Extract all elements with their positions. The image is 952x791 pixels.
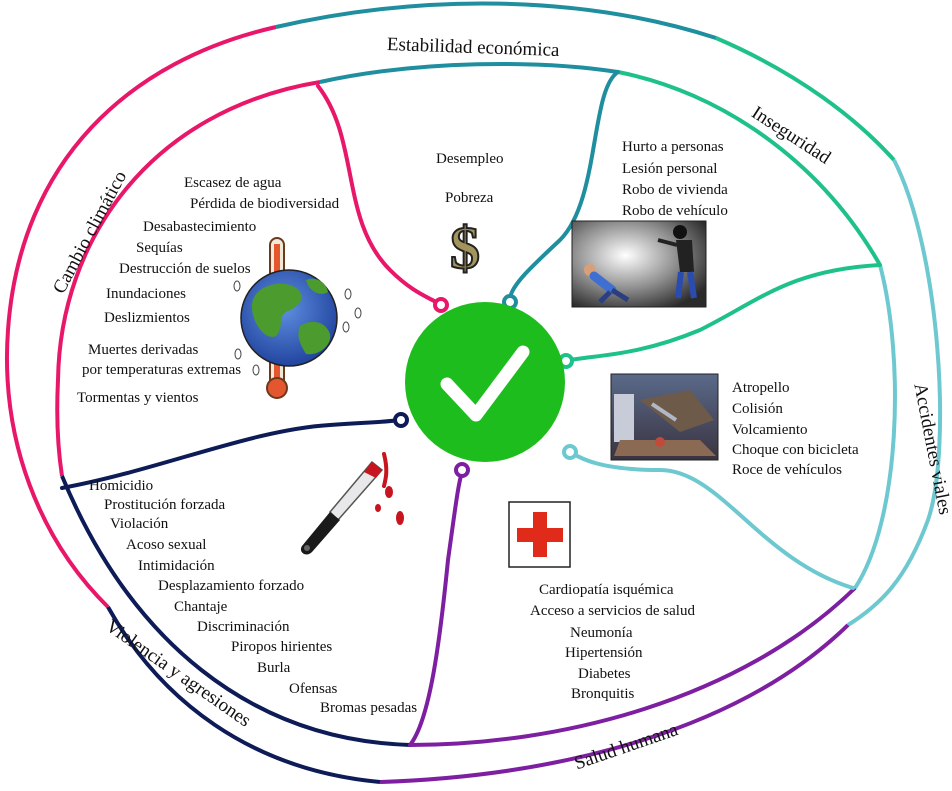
climate-item: Tormentas y vientos: [77, 390, 199, 406]
health-item: Hipertensión: [565, 645, 643, 661]
connector-ends: [393, 294, 578, 478]
outer-ring-violence: [106, 606, 381, 784]
road-item: Roce de vehículos: [732, 462, 842, 478]
insecurity-item: Hurto a personas: [622, 139, 724, 155]
connector-end-health: [454, 462, 470, 478]
outer-ring: [5, 1, 943, 784]
connector-end-climate: [433, 297, 449, 313]
accident-photo: [610, 373, 719, 461]
climate-item: Muertes derivadas: [88, 342, 199, 358]
inner-ring-roads: [853, 264, 897, 590]
inner-ring: [55, 61, 897, 747]
violence-item: Prostitución forzada: [104, 497, 226, 513]
violence-item: Intimidación: [138, 558, 215, 574]
economy-item: Desempleo: [436, 151, 503, 167]
climate-item: Destrucción de suelos: [119, 261, 251, 277]
category-health-label: Salud humana: [572, 719, 682, 774]
climate-item: Desabastecimiento: [143, 219, 256, 235]
robbery-photo: [571, 220, 707, 308]
outer-ring-health: [379, 623, 850, 784]
red-cross-icon: [508, 501, 571, 568]
dollar-icon: $: [450, 215, 480, 281]
violence-item: Burla: [257, 660, 291, 676]
violence-item: Piropos hirientes: [231, 639, 332, 655]
violence-item: Desplazamiento forzado: [158, 578, 304, 594]
category-roads-label: Accidentes viales: [909, 381, 952, 516]
violence-item: Homicidio: [89, 478, 153, 494]
inner-ring-economy: [319, 61, 619, 84]
violence-item: Discriminación: [197, 619, 290, 635]
road-item: Volcamiento: [732, 422, 808, 438]
connector-end-violence: [393, 412, 409, 428]
center-check: [405, 302, 565, 462]
violence-item: Bromas pesadas: [320, 700, 417, 716]
category-economy-label: Estabilidad económica: [387, 34, 561, 61]
connector-end-roads: [562, 444, 578, 460]
economy-item: Pobreza: [445, 190, 494, 206]
climate-item: Deslizmientos: [104, 310, 190, 326]
health-item: Acceso a servicios de salud: [530, 603, 695, 619]
climate-item: Escasez de agua: [184, 175, 282, 191]
health-item: Diabetes: [578, 666, 631, 682]
inner-ring-violence: [60, 475, 411, 747]
climate-item: Pérdida de biodiversidad: [190, 196, 340, 212]
health-item: Neumonía: [570, 625, 633, 641]
violence-item: Chantaje: [174, 599, 228, 615]
outer-ring-roads: [846, 159, 943, 627]
bloody-knife-icon: [300, 452, 404, 555]
category-climate-label: Cambio climático: [49, 168, 131, 298]
connector-health: [408, 470, 464, 747]
climate-item: por temperaturas extremas: [82, 362, 241, 378]
health-item: Cardiopatía isquémica: [539, 582, 674, 598]
connector-violence: [60, 418, 400, 490]
check-icon: [440, 345, 530, 422]
climate-item: Sequías: [136, 240, 183, 256]
connector-climate: [316, 84, 438, 304]
connector-insecurity: [568, 263, 882, 362]
insecurity-item: Robo de vivienda: [622, 182, 728, 198]
inner-ring-climate: [55, 80, 321, 477]
road-item: Colisión: [732, 401, 783, 417]
violence-item: Violación: [110, 516, 169, 532]
health-item: Bronquitis: [571, 686, 635, 702]
climate-item: Inundaciones: [106, 286, 186, 302]
outer-ring-insecurity: [715, 36, 896, 162]
globe-thermometer-icon: [233, 237, 362, 399]
road-item: Atropello: [732, 380, 790, 396]
violence-item: Ofensas: [289, 681, 337, 697]
insecurity-item: Lesión personal: [622, 161, 717, 177]
connector-roads: [570, 451, 855, 590]
center-circle: [405, 302, 565, 462]
insecurity-item: Robo de vehículo: [622, 203, 728, 219]
outer-ring-economy: [275, 1, 717, 40]
road-item: Choque con bicicleta: [732, 442, 859, 458]
violence-item: Acoso sexual: [126, 537, 206, 553]
outer-ring-climate: [5, 25, 277, 609]
inner-ring-health: [409, 586, 857, 747]
inner-ring-insecurity: [617, 70, 882, 266]
